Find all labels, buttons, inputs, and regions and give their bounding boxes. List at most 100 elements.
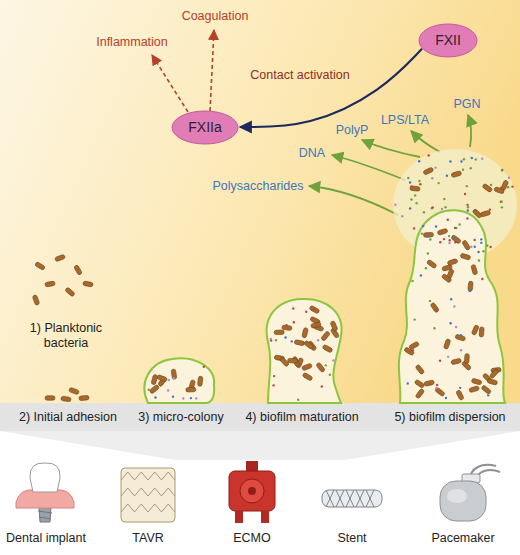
- bacterium: [149, 384, 160, 394]
- stage-label: 4) biofilm maturation: [245, 410, 358, 425]
- released-molecule: [501, 169, 503, 171]
- released-molecule: [203, 366, 205, 368]
- device-label: Pacemaker: [431, 531, 494, 546]
- molecule-label: LPS/LTA: [381, 113, 429, 128]
- released-molecule: [478, 259, 480, 261]
- bacterium: [472, 208, 482, 218]
- release-arrow: [468, 115, 471, 147]
- tavr-valve: [121, 472, 175, 480]
- effect-label: Coagulation: [182, 9, 249, 24]
- released-molecule: [427, 154, 429, 156]
- bacterium: [494, 187, 505, 194]
- molecule-label: DNA: [299, 146, 325, 161]
- released-molecule: [273, 375, 275, 377]
- bacterium: [441, 273, 452, 283]
- released-molecule: [419, 183, 421, 185]
- bacterium: [45, 396, 55, 400]
- released-molecule: [444, 206, 446, 208]
- released-molecule: [460, 160, 462, 162]
- released-molecule: [463, 158, 465, 160]
- released-molecule: [467, 209, 469, 211]
- released-molecule: [466, 185, 468, 187]
- bacterium: [321, 331, 331, 342]
- bacterium: [330, 321, 338, 332]
- bacterium: [455, 334, 466, 341]
- bacterium: [197, 376, 203, 386]
- effect-label: Inflammation: [96, 35, 168, 50]
- released-molecule: [436, 384, 438, 386]
- released-molecule: [337, 335, 339, 337]
- released-molecule: [425, 267, 427, 269]
- bacterium: [462, 240, 471, 251]
- dashed-arrow: [152, 55, 188, 112]
- released-molecule: [167, 389, 169, 391]
- released-molecule: [480, 238, 482, 240]
- released-molecule: [431, 177, 433, 179]
- bacterium: [274, 330, 284, 335]
- released-molecule: [435, 387, 437, 389]
- released-molecule: [292, 307, 294, 309]
- ecmo-pump: [246, 461, 258, 472]
- released-molecule: [471, 157, 473, 159]
- stent: [326, 490, 374, 507]
- bacterium: [65, 287, 75, 297]
- node-text-group: FXIIa: [188, 119, 221, 135]
- bacterium: [303, 340, 314, 350]
- bacterium: [322, 344, 333, 353]
- bacterium: [442, 264, 453, 271]
- released-molecule: [501, 200, 503, 202]
- bacterium: [410, 186, 420, 191]
- released-molecule: [172, 377, 174, 379]
- device-label: Stent: [337, 531, 366, 546]
- stent: [322, 490, 382, 507]
- edge-label: Contact activation: [250, 68, 349, 83]
- released-molecule: [489, 246, 491, 248]
- bacterium: [414, 379, 425, 388]
- background: [0, 0, 520, 404]
- released-molecule: [297, 399, 299, 401]
- bacterium: [79, 395, 89, 400]
- released-molecule: [413, 318, 415, 320]
- released-molecule: [507, 186, 509, 188]
- bacterium: [32, 154, 513, 402]
- released-molecule: [182, 397, 184, 399]
- bacterium: [423, 232, 433, 237]
- released-molecule: [501, 169, 503, 171]
- bacterium: [316, 362, 326, 373]
- released-molecule: [423, 211, 425, 213]
- bacterium: [489, 368, 499, 378]
- released-molecule: [462, 169, 464, 171]
- released-molecule: [452, 237, 454, 239]
- released-molecule: [435, 225, 437, 227]
- released-molecule: [293, 321, 295, 323]
- ecmo-pump: [229, 471, 275, 511]
- dental-implant: [16, 463, 74, 522]
- factor-ellipse: FXII: [418, 23, 478, 58]
- released-molecule: [501, 206, 503, 208]
- released-molecule: [473, 239, 475, 241]
- released-molecule: [489, 208, 491, 210]
- bacterium: [471, 378, 482, 385]
- released-molecule: [427, 252, 429, 254]
- released-molecule: [431, 207, 433, 209]
- released-molecule: [414, 194, 416, 196]
- device-label: ECMO: [233, 531, 271, 546]
- background: [0, 403, 520, 431]
- ecmo-pump: [235, 510, 243, 523]
- released-molecule: [272, 384, 274, 386]
- released-molecule: [458, 223, 460, 225]
- released-molecule: [412, 349, 414, 351]
- released-molecule: [470, 246, 472, 248]
- biofilm: [267, 299, 342, 403]
- background: [0, 431, 520, 460]
- bacterium: [423, 167, 434, 175]
- released-molecule: [443, 198, 445, 200]
- bacterium: [311, 322, 322, 329]
- bacterium: [302, 363, 313, 371]
- released-molecule: [195, 397, 197, 399]
- released-molecule: [469, 290, 471, 292]
- released-molecule: [190, 397, 192, 399]
- bacterium: [409, 341, 420, 350]
